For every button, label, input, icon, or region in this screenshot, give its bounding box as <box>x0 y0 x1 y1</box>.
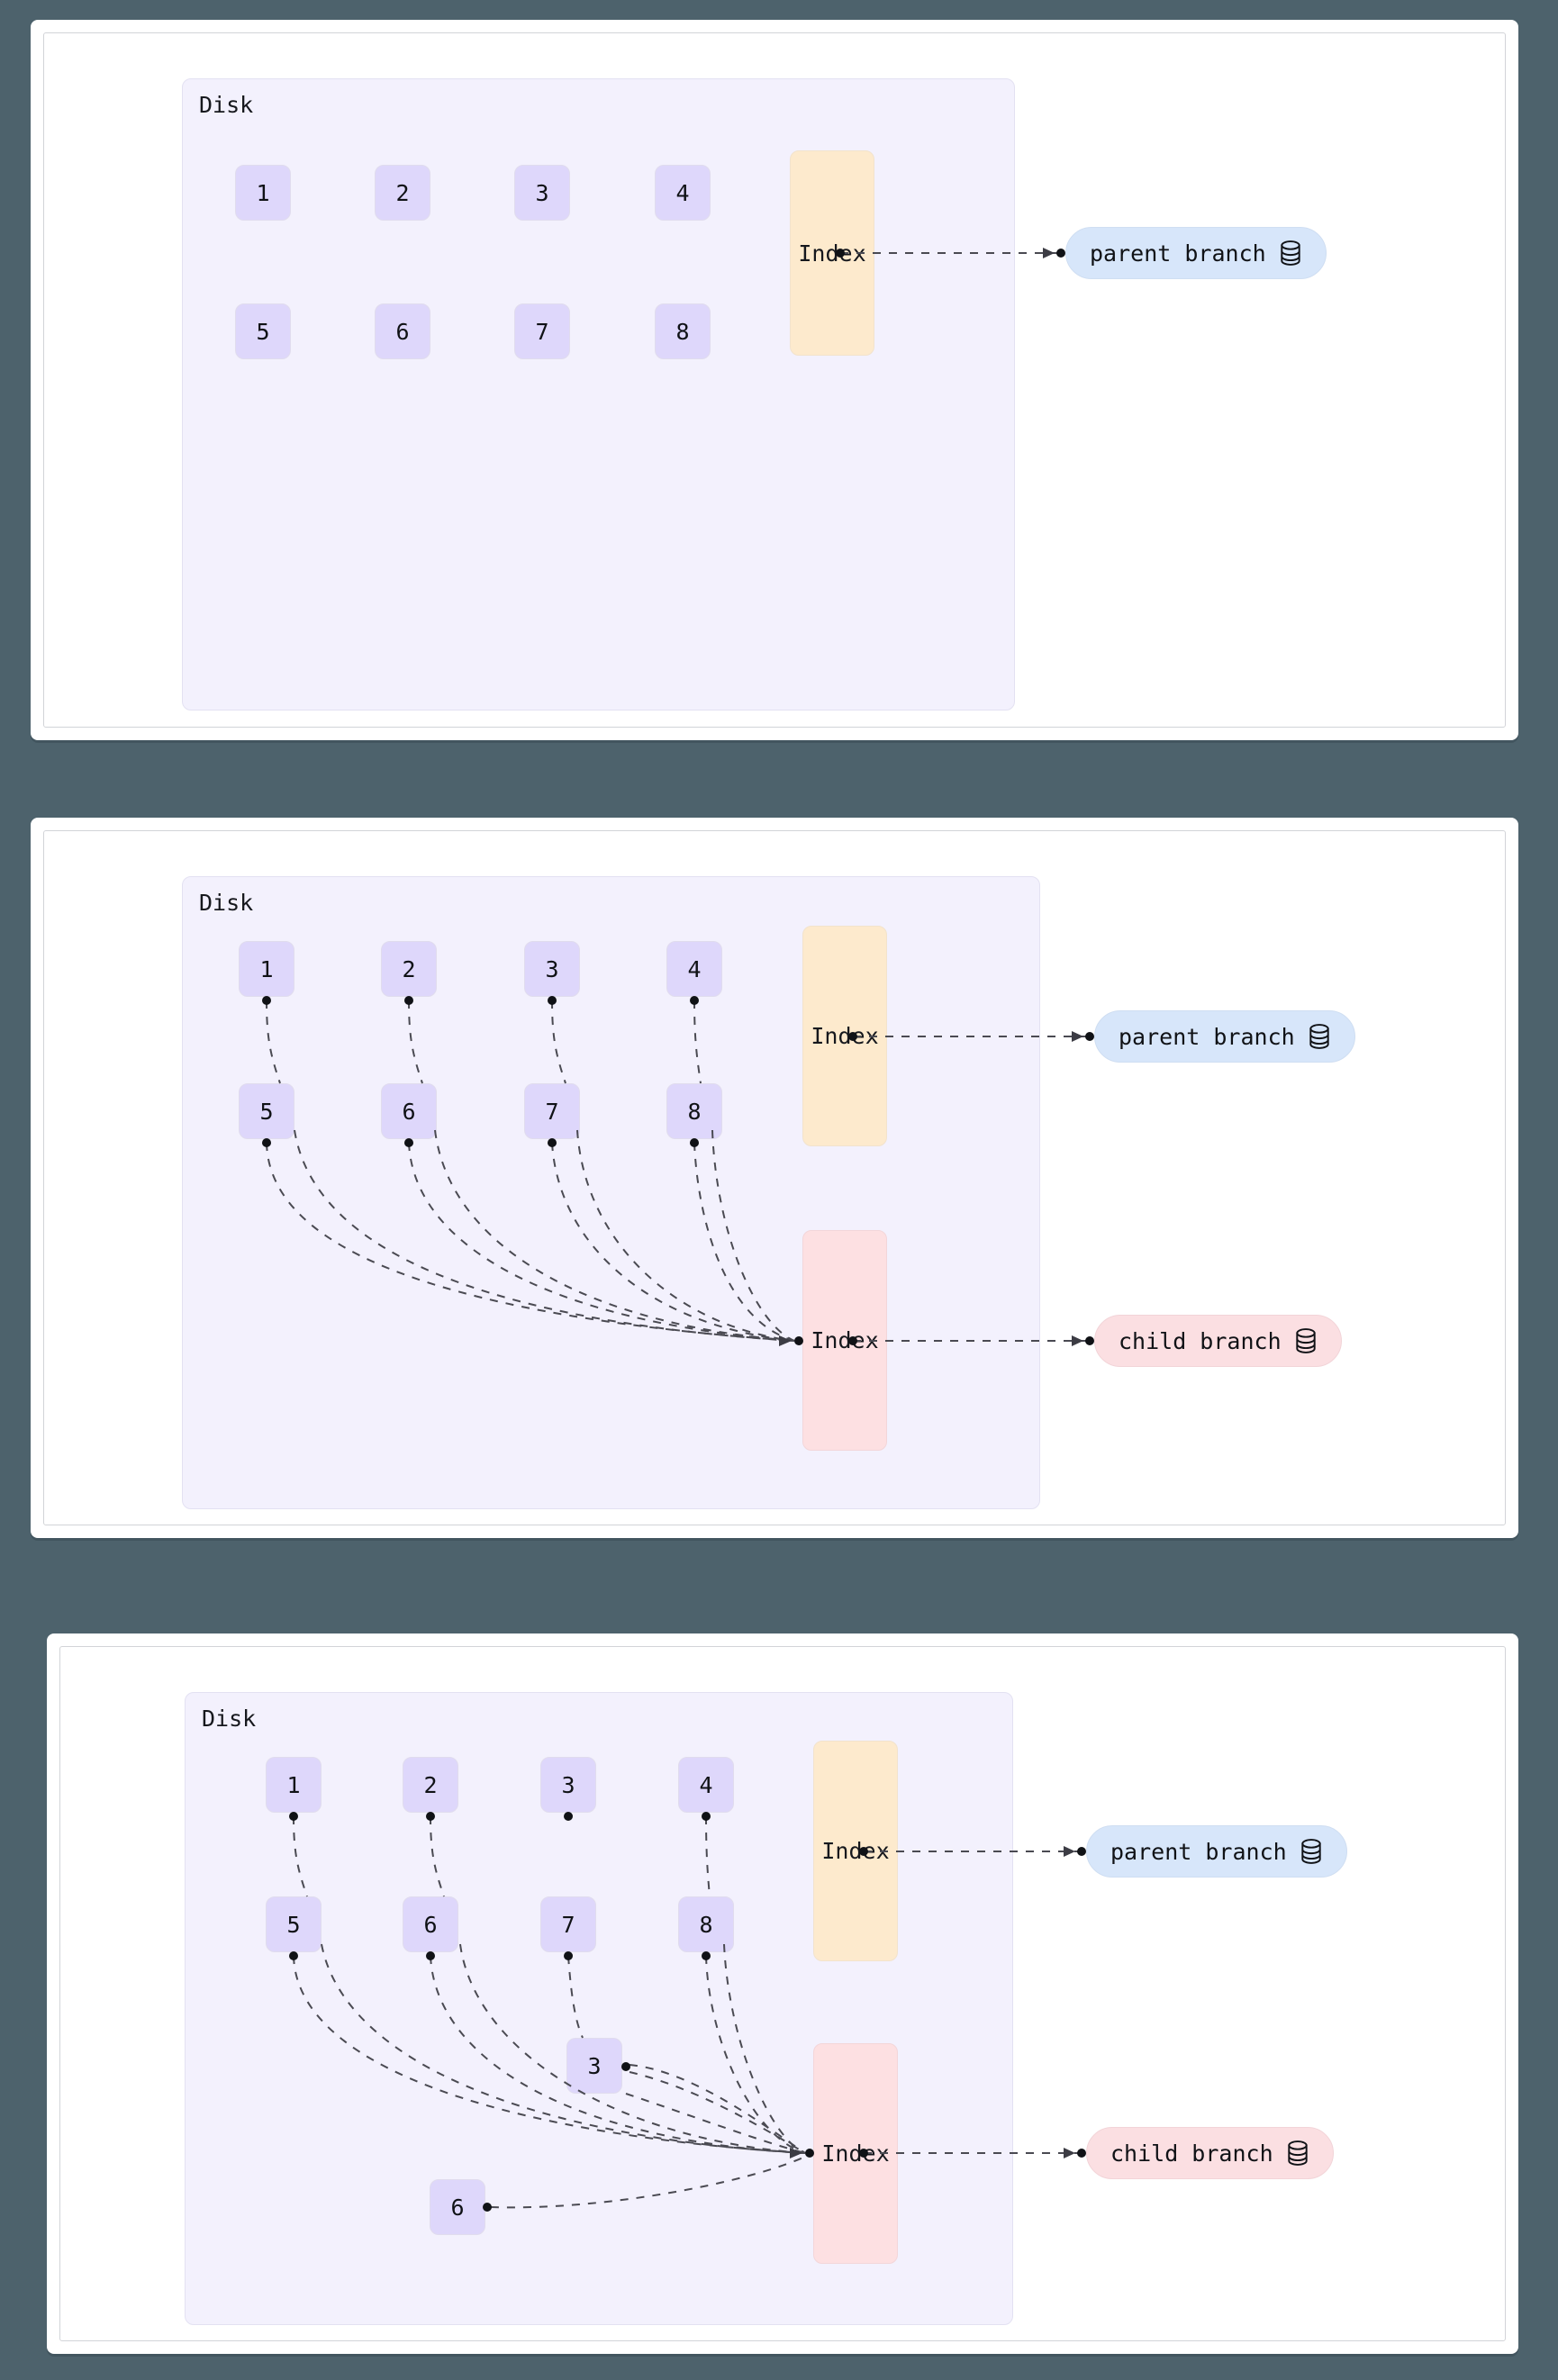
edge-target-dot <box>1056 249 1065 258</box>
index-label: Index <box>798 240 866 267</box>
panel-3-block-6[interactable]: 6 <box>403 1896 458 1952</box>
arrow-head <box>1064 2148 1075 2158</box>
panel-2-block-4[interactable]: 4 <box>666 941 722 997</box>
panel-1-block-6[interactable]: 6 <box>375 303 430 359</box>
pill-label: child branch <box>1119 1327 1282 1354</box>
arrow-head <box>1064 1846 1075 1857</box>
block-label: 7 <box>561 1911 575 1938</box>
panel-2-index-parent[interactable]: Index <box>802 926 887 1146</box>
panel-1-block-8[interactable]: 8 <box>655 303 711 359</box>
panel-2: Disk 1 2 3 4 5 6 7 8 Index Index parent … <box>31 818 1518 1538</box>
arrow-head <box>1072 1031 1083 1042</box>
block-label: 8 <box>699 1911 713 1938</box>
panel-3-block-4[interactable]: 4 <box>678 1757 734 1813</box>
arrow-head <box>1043 248 1055 258</box>
pill-label: parent branch <box>1119 1023 1295 1050</box>
database-icon <box>1300 1839 1323 1864</box>
panel-1-block-7[interactable]: 7 <box>514 303 570 359</box>
panel-2-block-1[interactable]: 1 <box>239 941 294 997</box>
index-label: Index <box>811 1023 879 1049</box>
index-label: Index <box>811 1327 879 1353</box>
arrow-head <box>1072 1335 1083 1346</box>
block-label: 7 <box>535 318 549 345</box>
block-label: 2 <box>423 1771 438 1798</box>
panel-3-block-3[interactable]: 3 <box>540 1757 596 1813</box>
panel-3-block-8[interactable]: 8 <box>678 1896 734 1952</box>
panel-2-block-2[interactable]: 2 <box>381 941 437 997</box>
panel-1-block-1[interactable]: 1 <box>235 165 291 221</box>
block-label: 7 <box>545 1098 559 1125</box>
database-icon <box>1308 1024 1331 1049</box>
block-label: 3 <box>561 1771 575 1798</box>
panel-1: Disk 1 2 3 4 5 6 7 8 Index parent branch <box>31 20 1518 740</box>
panel-3-block-2[interactable]: 2 <box>403 1757 458 1813</box>
panel-2-block-8[interactable]: 8 <box>666 1083 722 1139</box>
block-label: 3 <box>545 955 559 982</box>
block-label: 4 <box>687 955 702 982</box>
block-label: 5 <box>256 318 270 345</box>
pill-label: child branch <box>1110 2140 1273 2167</box>
block-label: 6 <box>423 1911 438 1938</box>
panel-3-frame: Disk 1 2 3 4 5 6 7 8 3 6 Index Index par… <box>59 1646 1506 2341</box>
panel-3-block-extra-6[interactable]: 6 <box>430 2179 485 2235</box>
panel-1-block-5[interactable]: 5 <box>235 303 291 359</box>
panel-2-pill-child-branch[interactable]: child branch <box>1094 1315 1342 1367</box>
block-label: 6 <box>450 2194 465 2221</box>
block-label: 2 <box>402 955 416 982</box>
panel-3-index-child[interactable]: Index <box>813 2043 898 2264</box>
panel-2-block-6[interactable]: 6 <box>381 1083 437 1139</box>
block-label: 4 <box>675 179 690 206</box>
database-icon <box>1286 2140 1309 2166</box>
database-icon <box>1279 240 1302 266</box>
panel-2-index-child[interactable]: Index <box>802 1230 887 1451</box>
panel-2-block-5[interactable]: 5 <box>239 1083 294 1139</box>
panel-3-block-1[interactable]: 1 <box>266 1757 322 1813</box>
panel-3-pill-parent-branch[interactable]: parent branch <box>1086 1825 1347 1878</box>
panel-1-block-4[interactable]: 4 <box>655 165 711 221</box>
block-label: 4 <box>699 1771 713 1798</box>
block-label: 1 <box>259 955 274 982</box>
panel-1-block-3[interactable]: 3 <box>514 165 570 221</box>
block-label: 1 <box>256 179 270 206</box>
index-label: Index <box>821 1838 890 1864</box>
panel-2-pill-parent-branch[interactable]: parent branch <box>1094 1010 1355 1063</box>
block-label: 1 <box>286 1771 301 1798</box>
panel-2-disk-label: Disk <box>199 890 254 916</box>
panel-2-disk-container: Disk <box>182 876 1040 1509</box>
block-label: 8 <box>687 1098 702 1125</box>
panel-3-pill-child-branch[interactable]: child branch <box>1086 2127 1334 2179</box>
panel-1-disk-container: Disk <box>182 78 1015 710</box>
panel-2-frame: Disk 1 2 3 4 5 6 7 8 Index Index parent … <box>43 830 1506 1525</box>
block-label: 2 <box>395 179 410 206</box>
panel-3-index-parent[interactable]: Index <box>813 1741 898 1961</box>
panel-2-block-3[interactable]: 3 <box>524 941 580 997</box>
database-icon <box>1294 1328 1318 1353</box>
panel-1-pill-parent-branch[interactable]: parent branch <box>1065 227 1327 279</box>
panel-3-block-7[interactable]: 7 <box>540 1896 596 1952</box>
panel-3-block-extra-3[interactable]: 3 <box>566 2038 622 2094</box>
pill-label: parent branch <box>1110 1838 1287 1865</box>
block-label: 5 <box>259 1098 274 1125</box>
block-label: 3 <box>535 179 549 206</box>
block-label: 3 <box>587 2052 602 2079</box>
pill-label: parent branch <box>1090 240 1266 267</box>
block-label: 5 <box>286 1911 301 1938</box>
panel-1-index-parent[interactable]: Index <box>790 150 874 356</box>
panel-3-disk-label: Disk <box>202 1706 257 1732</box>
panel-1-frame: Disk 1 2 3 4 5 6 7 8 Index parent branch <box>43 32 1506 728</box>
panel-3: Disk 1 2 3 4 5 6 7 8 3 6 Index Index par… <box>47 1633 1518 2354</box>
block-label: 8 <box>675 318 690 345</box>
panel-1-block-2[interactable]: 2 <box>375 165 430 221</box>
panel-3-block-5[interactable]: 5 <box>266 1896 322 1952</box>
block-label: 6 <box>402 1098 416 1125</box>
panel-1-disk-label: Disk <box>199 92 254 118</box>
block-label: 6 <box>395 318 410 345</box>
index-label: Index <box>821 2140 890 2167</box>
panel-2-block-7[interactable]: 7 <box>524 1083 580 1139</box>
